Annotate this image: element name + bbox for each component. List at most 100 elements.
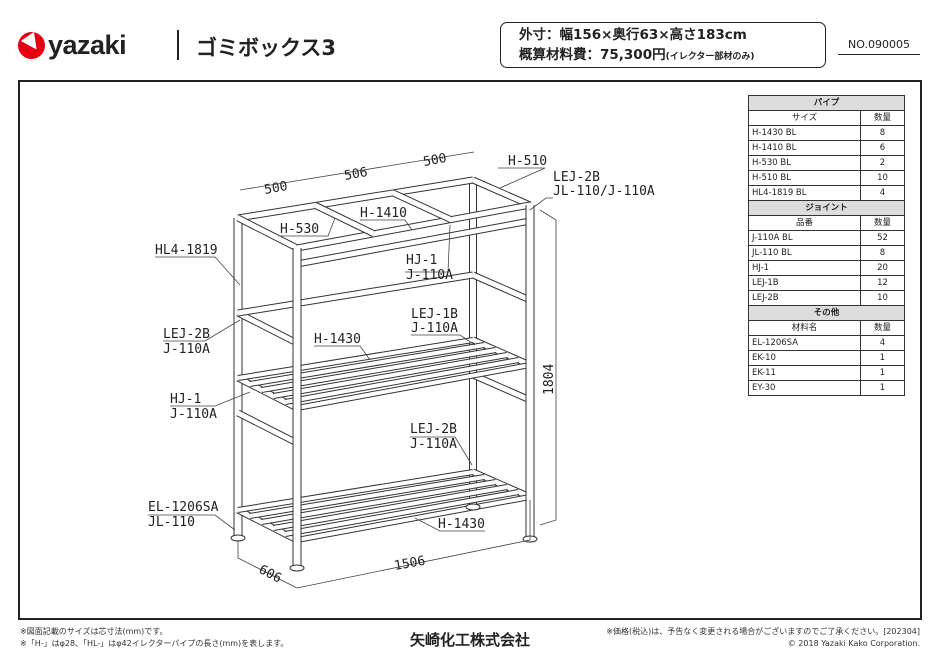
leader-lej2b-top xyxy=(529,197,553,211)
leader-h1430-mid xyxy=(314,345,371,361)
logo-mark-icon xyxy=(18,32,45,59)
side-brace-right xyxy=(471,272,532,303)
part-name: EL-1206SA xyxy=(748,335,861,351)
document-number: NO.090005 xyxy=(838,38,920,55)
column-header-qty: 数量 xyxy=(860,110,905,126)
shelf-slat xyxy=(273,485,508,530)
part-name: J-110A BL xyxy=(748,230,861,246)
top-left-bar xyxy=(236,215,299,251)
shelf-slat xyxy=(296,363,531,410)
part-name: EY-30 xyxy=(748,380,861,396)
part-name: H-1430 BL xyxy=(748,125,861,141)
label-j110a-low: J-110A xyxy=(410,437,457,452)
leader-hl4 xyxy=(155,256,241,286)
part-name: HJ-1 xyxy=(748,260,861,276)
top-back-bar xyxy=(237,177,474,221)
leader-lej2b-left xyxy=(163,319,241,342)
label-jl110-top: JL-110/J-110A xyxy=(553,184,655,199)
section-title: パイプ xyxy=(748,95,905,111)
dimension-line-height xyxy=(539,209,557,526)
dim-500-left: 500 xyxy=(263,179,289,198)
label-h510: H-510 xyxy=(508,154,547,169)
footnote-price: ※価格(税込)は、予告なく変更される場合がございますのでご了承ください。[202… xyxy=(606,627,920,636)
part-qty: 8 xyxy=(860,125,905,141)
part-name: H-530 BL xyxy=(748,155,861,171)
label-hj1-left: HJ-1 xyxy=(170,392,201,407)
part-name: EK-10 xyxy=(748,350,861,366)
side-brace-left xyxy=(236,310,299,346)
part-qty: 4 xyxy=(860,335,905,351)
foot-cap xyxy=(289,564,305,572)
part-qty: 1 xyxy=(860,365,905,381)
column-header-qty: 数量 xyxy=(860,320,905,336)
top-cross-bar-0 xyxy=(314,203,375,237)
company-name: 矢崎化工株式会社 xyxy=(409,631,530,649)
label-lej2b-low: LEJ-2B xyxy=(410,422,457,437)
label-j110a-lej1b: J-110A xyxy=(411,321,458,336)
shelf-slat xyxy=(237,338,474,380)
label-jl110-low: JL-110 xyxy=(148,515,195,530)
footnote-right: ※価格(税込)は、予告なく変更される場合がございますのでご了承ください。[202… xyxy=(606,626,920,650)
part-qty: 52 xyxy=(860,230,905,246)
dimension-line-width-top xyxy=(239,151,475,191)
side-brace-right xyxy=(471,372,532,403)
label-lej1b: LEJ-1B xyxy=(411,307,458,322)
leader-h530 xyxy=(280,217,336,237)
column-header-qty: 数量 xyxy=(860,215,905,231)
shelf-slat xyxy=(237,470,474,512)
leader-hj1-left xyxy=(170,391,251,407)
label-h1410: H-1410 xyxy=(360,206,407,221)
yazaki-logo: yazaki xyxy=(18,30,127,61)
price-text: 概算材料費：75,300円 xyxy=(519,47,666,63)
top-front-bar xyxy=(296,202,531,251)
part-qty: 8 xyxy=(860,245,905,261)
shelf-slat xyxy=(284,358,519,404)
leader-lej2b-low xyxy=(410,436,473,466)
shelf-slat xyxy=(273,353,508,398)
header-divider xyxy=(177,30,179,60)
leader-h1430-low xyxy=(414,517,485,532)
pipe-frame xyxy=(230,176,538,572)
dim-606: 606 xyxy=(256,562,284,586)
foot-cap xyxy=(465,503,481,511)
part-qty: 6 xyxy=(860,140,905,156)
shelf-slat xyxy=(284,490,519,536)
leader-hj1-top xyxy=(405,224,451,273)
brand-name: yazaki xyxy=(48,30,127,60)
footnote-pipe: ※「H-」はφ28、「HL-」はφ42イレクターパイプの長さ(mm)を表します。 xyxy=(20,639,289,648)
column-header-name: サイズ xyxy=(748,110,861,126)
part-name: HL4-1819 BL xyxy=(748,185,861,201)
part-name: H-510 BL xyxy=(748,170,861,186)
part-name: H-1410 BL xyxy=(748,140,861,156)
label-lej2b-top: LEJ-2B xyxy=(553,170,600,185)
dim-1506: 1506 xyxy=(393,554,426,574)
label-hj1-top: HJ-1 xyxy=(406,253,437,268)
side-brace-left xyxy=(236,410,299,446)
footnote-size: ※図面記載のサイズは芯寸法(mm)です。 xyxy=(20,627,168,636)
section-title: その他 xyxy=(748,305,905,321)
part-name: LEJ-1B xyxy=(748,275,861,291)
back-bar-middle xyxy=(237,272,474,316)
part-qty: 4 xyxy=(860,185,905,201)
part-qty: 1 xyxy=(860,380,905,396)
leader-lines xyxy=(148,151,557,589)
footnote-left: ※図面記載のサイズは芯寸法(mm)です。 ※「H-」はφ28、「HL-」はφ42… xyxy=(20,626,288,650)
dimension-line-depth xyxy=(237,540,298,589)
dimension-line-width xyxy=(296,500,531,589)
label-h530: H-530 xyxy=(280,222,319,237)
label-el1206sa: EL-1206SA xyxy=(148,500,219,515)
leader-lej1b xyxy=(411,334,476,346)
dim-1804: 1804 xyxy=(542,364,557,395)
